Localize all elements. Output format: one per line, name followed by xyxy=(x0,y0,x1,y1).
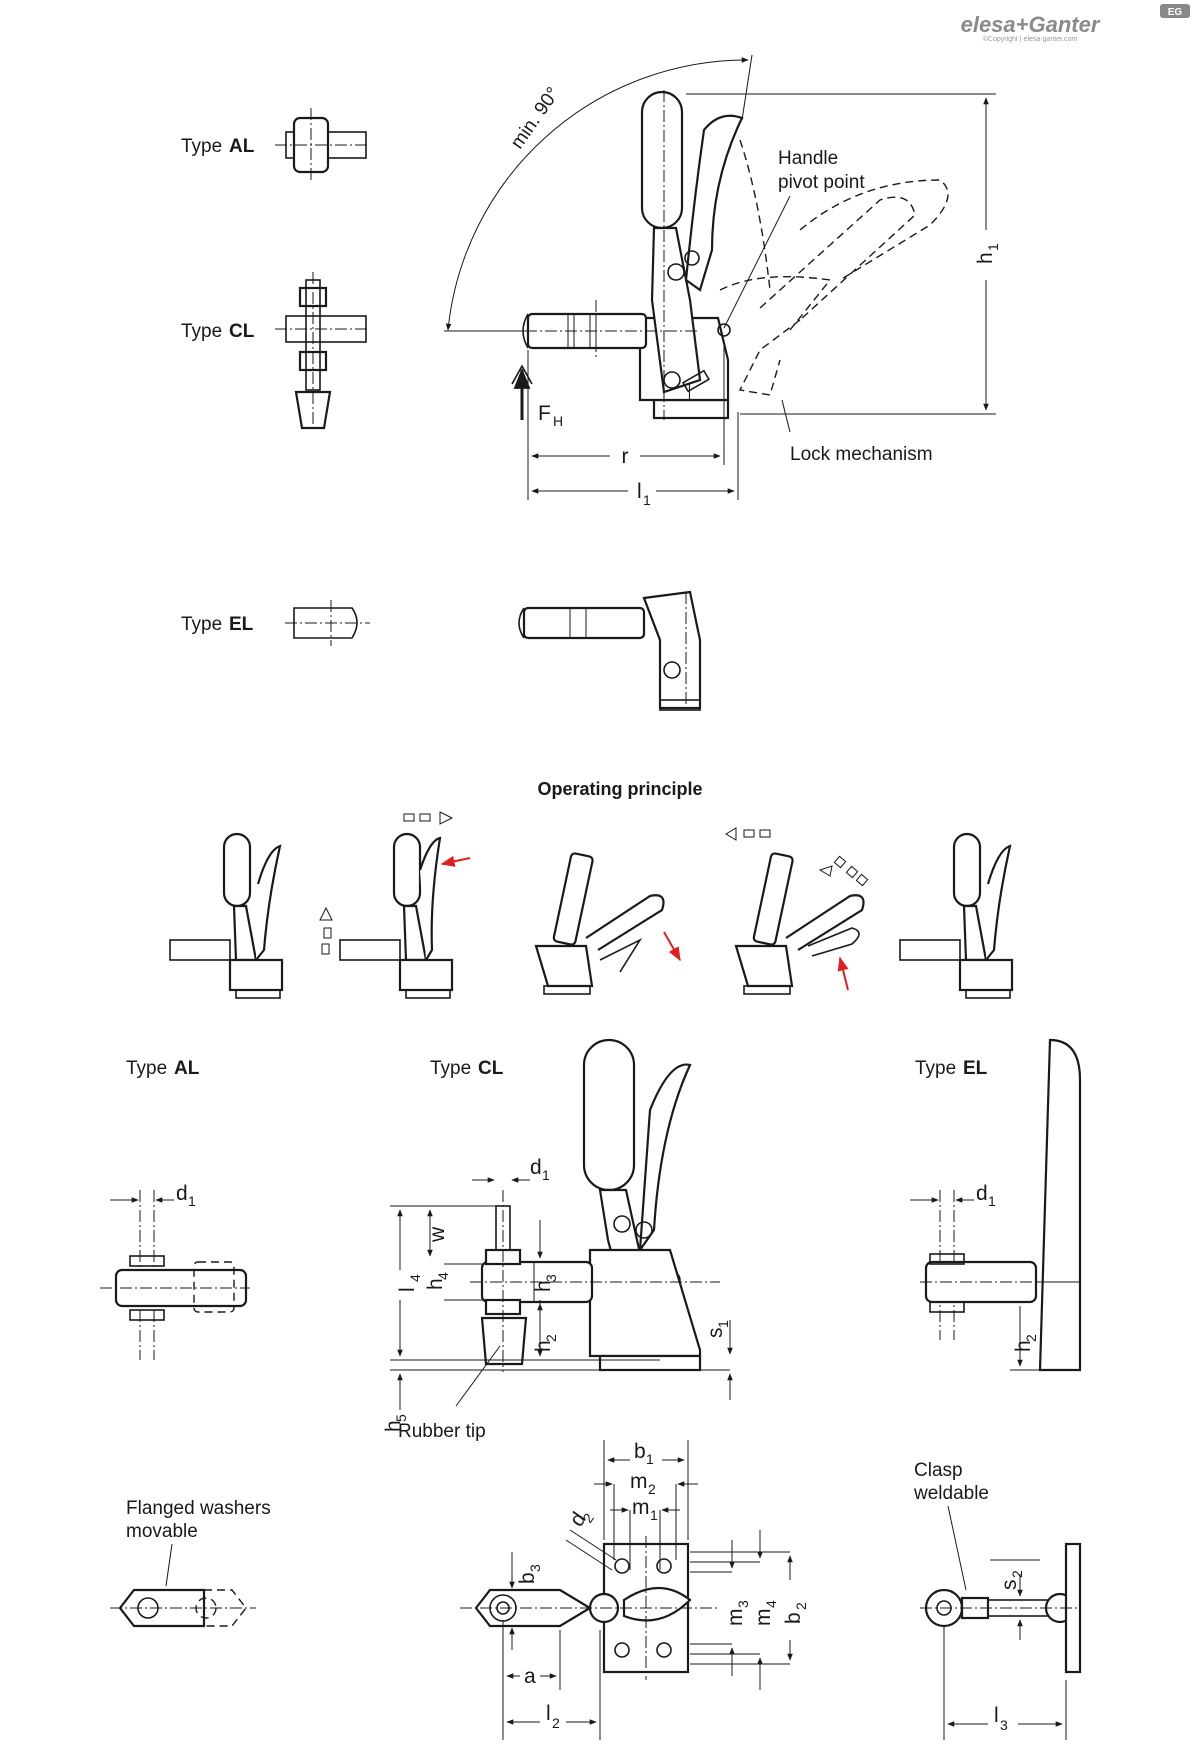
bottom-type-el-code: EL xyxy=(963,1058,988,1079)
brand-badge: EG xyxy=(1168,7,1183,18)
brand-copyright: ©Copyright | elesa-ganter.com xyxy=(983,35,1078,43)
cl-dim-h2-sub: 2 xyxy=(543,1334,559,1342)
cl-dim-m4: m xyxy=(752,1609,775,1627)
al-dim-d1-sub: 1 xyxy=(188,1193,196,1209)
cl-dim-h5-sub: 5 xyxy=(393,1414,409,1422)
bottom-type-cl-code: CL xyxy=(478,1058,504,1079)
top-type-al-code: AL xyxy=(229,136,255,157)
top-type-cl-label: Type CL xyxy=(181,321,255,342)
op-step-1 xyxy=(169,832,284,999)
bottom-al-side-view: d 1 xyxy=(100,1182,250,1360)
dim-h1-sub: 1 xyxy=(985,243,1001,251)
top-type-el-drawing xyxy=(285,600,370,646)
cl-dim-l2: l xyxy=(546,1702,551,1725)
el-dim-s2-sub: 2 xyxy=(1009,1570,1025,1578)
op-step-3 xyxy=(534,852,681,995)
top-type-al-drawing xyxy=(275,108,370,180)
cl-dim-b3-sub: 3 xyxy=(527,1564,543,1572)
dim-h1: h xyxy=(974,252,997,264)
el-side-drawing xyxy=(518,590,702,712)
cl-dim-b2: b xyxy=(782,1612,805,1624)
el-dim-s2: s xyxy=(998,1580,1021,1591)
el-dim-d1-sub: 1 xyxy=(988,1193,996,1209)
el-dim-h2-sub: 2 xyxy=(1023,1334,1039,1342)
clasp-line2: weldable xyxy=(913,1483,989,1504)
cl-dim-b1-sub: 1 xyxy=(646,1451,654,1467)
cl-dim-h5: h xyxy=(382,1420,405,1432)
cl-dim-b1: b xyxy=(634,1440,646,1463)
lock-mechanism-label: Lock mechanism xyxy=(790,444,933,465)
bottom-type-el-prefix: Type xyxy=(915,1058,956,1079)
cl-dim-l2-sub: 2 xyxy=(552,1715,560,1731)
cl-dim-m3: m xyxy=(724,1609,747,1627)
el-dim-h2: h xyxy=(1012,1340,1035,1352)
handle-pivot-label-line1: Handle xyxy=(778,148,838,169)
al-dim-d1: d xyxy=(176,1182,188,1205)
cl-dim-m2-sub: 2 xyxy=(648,1481,656,1497)
force-label-sub: H xyxy=(553,413,563,429)
top-type-cl-prefix: Type xyxy=(181,321,222,342)
force-label: F xyxy=(538,402,551,425)
bottom-cl-side-view: d 1 w l 4 h 4 h 3 h 2 h 5 s 1 xyxy=(382,1038,733,1442)
cl-dim-l4: l xyxy=(396,1287,419,1292)
brand-logo-text: elesa+Ganter xyxy=(961,12,1101,37)
cl-dim-d1-sub: 1 xyxy=(542,1167,550,1183)
top-type-cl-code: CL xyxy=(229,321,255,342)
top-type-al-prefix: Type xyxy=(181,136,222,157)
op-step-5 xyxy=(899,832,1014,999)
brand-logo: elesa+Ganter ©Copyright | elesa-ganter.c… xyxy=(961,4,1190,43)
cl-dim-m3-sub: 3 xyxy=(735,1600,751,1608)
dim-l1: l xyxy=(637,480,642,503)
cl-dim-b2-sub: 2 xyxy=(793,1602,809,1610)
cl-dim-d1: d xyxy=(530,1156,542,1179)
cl-dim-h3-sub: 3 xyxy=(543,1274,559,1282)
cl-dim-a: a xyxy=(524,1665,536,1688)
cl-dim-l4-sub: 4 xyxy=(407,1274,423,1282)
flanged-washers-line2: movable xyxy=(126,1521,198,1542)
cl-dim-m4-sub: 4 xyxy=(763,1600,779,1608)
dim-l1-sub: 1 xyxy=(643,492,651,508)
cl-dim-w: w xyxy=(426,1226,449,1243)
cl-dim-m1-sub: 1 xyxy=(650,1507,658,1523)
cl-dim-h2: h xyxy=(532,1340,555,1352)
top-type-el-prefix: Type xyxy=(181,614,222,635)
main-clamp-drawing: min. 90° Handle pivot point Lock mechani… xyxy=(444,54,1001,508)
op-step-2 xyxy=(319,811,471,999)
bottom-el-side-view: d 1 h 2 xyxy=(910,1038,1082,1372)
cl-dim-h4-sub: 4 xyxy=(435,1272,451,1280)
top-type-al-label: Type AL xyxy=(181,136,255,157)
cl-dim-h4: h xyxy=(424,1278,447,1290)
bottom-type-el-label: Type EL xyxy=(915,1058,988,1079)
flanged-washers-line1: Flanged washers xyxy=(126,1498,271,1519)
cl-dim-h3: h xyxy=(532,1280,555,1292)
bottom-al-plan-view: Flanged washers movable xyxy=(110,1498,271,1628)
el-dim-d1: d xyxy=(976,1182,988,1205)
op-step-4 xyxy=(725,827,869,995)
bottom-type-al-prefix: Type xyxy=(126,1058,167,1079)
bottom-type-al-code: AL xyxy=(174,1058,200,1079)
cl-dim-m2: m xyxy=(630,1470,648,1493)
handle-pivot-label-line2: pivot point xyxy=(778,172,865,193)
cl-dim-s1-sub: 1 xyxy=(715,1320,731,1328)
bottom-type-cl-label: Type CL xyxy=(430,1058,504,1079)
top-type-el-code: EL xyxy=(229,614,254,635)
el-dim-l3: l xyxy=(994,1704,999,1727)
operating-principle-title: Operating principle xyxy=(537,779,702,799)
bottom-type-al-label: Type AL xyxy=(126,1058,200,1079)
bottom-el-plan-view: Clasp weldable s 2 l 3 xyxy=(913,1460,1082,1740)
cl-dim-m1: m xyxy=(632,1496,650,1519)
clasp-line1: Clasp xyxy=(914,1460,963,1481)
angle-label: min. 90° xyxy=(507,84,564,153)
dim-r: r xyxy=(622,445,629,468)
cl-dim-b3: b xyxy=(516,1572,539,1584)
top-type-cl-drawing xyxy=(275,272,370,432)
top-type-el-label: Type EL xyxy=(181,614,254,635)
el-dim-l3-sub: 3 xyxy=(1000,1717,1008,1733)
bottom-type-cl-prefix: Type xyxy=(430,1058,471,1079)
rubber-tip-label: Rubber tip xyxy=(398,1421,486,1442)
bottom-cl-plan-view: b 1 m 2 m 1 d 2 b 3 xyxy=(460,1440,809,1740)
brand-badge-box xyxy=(1160,4,1190,18)
cl-dim-s1: s xyxy=(704,1328,727,1339)
